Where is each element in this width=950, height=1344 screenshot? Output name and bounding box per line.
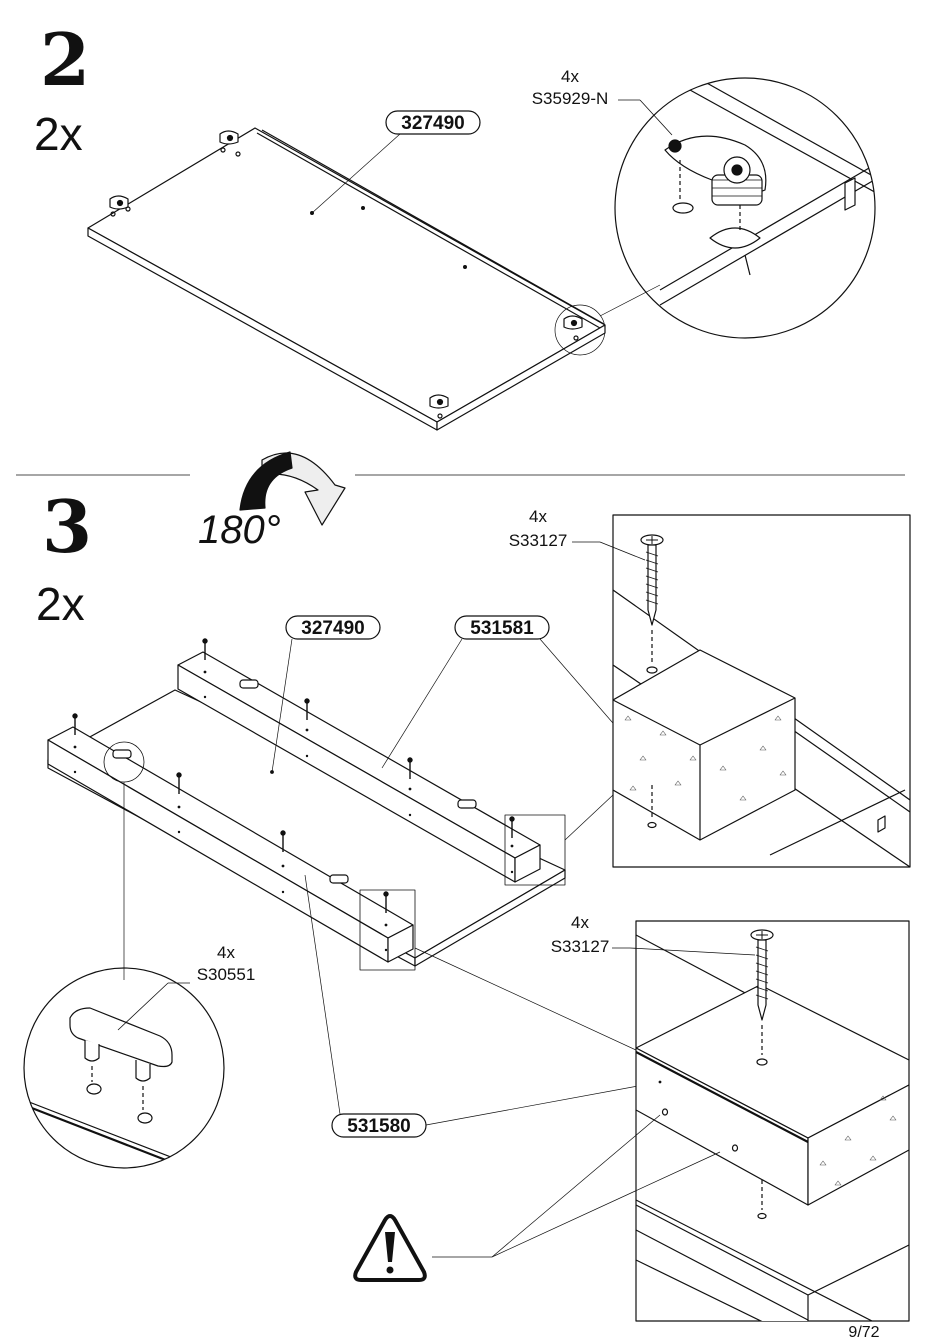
step-3-quantity: 2x (36, 578, 85, 630)
fitting-code-step2: S35929-N (532, 89, 609, 108)
screw-qty-top: 4x (529, 507, 547, 526)
step-2-number: 2 (40, 17, 90, 102)
rotate-180-icon (239, 451, 346, 526)
screw-code-bottom: S33127 (551, 937, 610, 956)
svg-text:327490: 327490 (301, 618, 364, 639)
dowel-qty: 4x (217, 943, 235, 962)
callout-box-bottom (359, 889, 416, 971)
part-label-327490-step2: 327490 (311, 110, 481, 214)
screw-icon (750, 929, 774, 1021)
screw-icon (640, 534, 664, 626)
detail-circle-dowel (23, 967, 225, 1169)
screw-code-top: S33127 (509, 531, 568, 550)
callout-box-top (504, 814, 566, 886)
step-3-number: 3 (42, 484, 92, 569)
screw-qty-bottom: 4x (571, 913, 589, 932)
page-number: 9/72 (848, 1324, 879, 1341)
rail-531580 (47, 726, 414, 963)
warning-triangle-icon (353, 1214, 427, 1282)
part-label-531580: 531580 (304, 874, 661, 1138)
panel-327490-step2 (87, 127, 606, 431)
rotate-180-label: 180° (198, 508, 281, 552)
dowel-fittings-on-rails (112, 679, 477, 884)
detail-box-screw-bottom (635, 920, 910, 1322)
dowel-connector-icon (69, 1007, 173, 1082)
fitting-qty-step2: 4x (561, 67, 579, 86)
svg-text:531581: 531581 (470, 618, 534, 639)
detail-callout-step2: 4x S35929-N (532, 67, 876, 356)
cam-fitting-icons (109, 130, 583, 419)
part-label-531581: 531581 (381, 615, 633, 769)
svg-text:327490: 327490 (401, 113, 464, 134)
svg-text:531580: 531580 (347, 1116, 410, 1137)
part-label-327490-step3: 327490 (271, 615, 381, 773)
rail-531581 (177, 651, 541, 883)
detail-box-screw-top (612, 514, 911, 868)
screws-on-rails (72, 638, 515, 913)
cam-lock-fitting-icon (664, 135, 767, 206)
dowel-code: S30551 (197, 965, 256, 984)
step-2-quantity: 2x (34, 108, 83, 160)
